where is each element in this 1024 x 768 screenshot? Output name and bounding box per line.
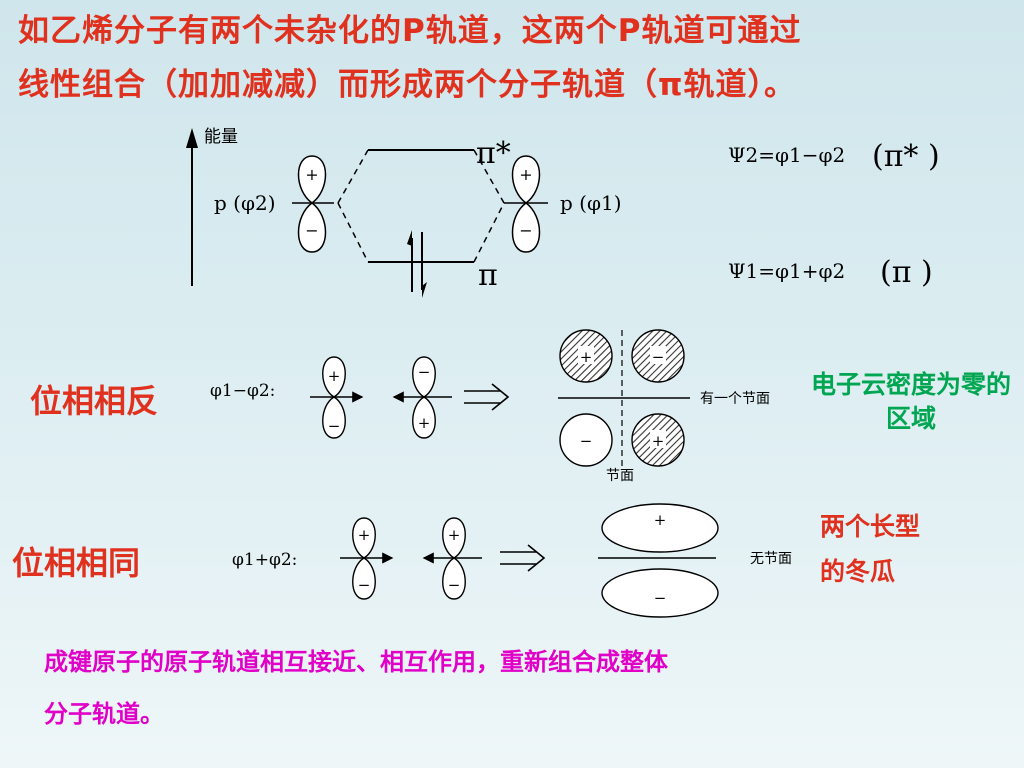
long-melon-note: 两个长型 的冬瓜: [820, 504, 920, 594]
zero-density-note: 电子云密度为零的区域: [810, 370, 1011, 433]
nodal-plane-caption: 节面: [606, 468, 634, 484]
same-phase-label: 位相相同: [12, 544, 141, 582]
antibonding-orbital-picture: + − − +: [558, 329, 690, 467]
p-orbital-plus-up: + −: [310, 356, 364, 439]
psi1-type: (π ): [880, 255, 933, 290]
pi-label: π: [478, 258, 498, 293]
plus-sign: +: [580, 348, 593, 366]
plus-sign: +: [654, 511, 667, 529]
electron-pair-arrows: [407, 230, 427, 298]
implies-arrow: [500, 544, 546, 572]
minus-sign: −: [448, 576, 461, 594]
correlation-lines: [337, 149, 505, 263]
same-phase-row: φ1+φ2: + − + − + − 无节面: [232, 503, 792, 618]
p-orbital-minus-up: − +: [392, 356, 452, 439]
plus-sign: +: [448, 526, 461, 544]
psi2-formula: Ψ2=φ1−φ2: [728, 143, 845, 167]
bonding-orbital-picture: + −: [598, 503, 719, 618]
plus-sign: +: [305, 165, 318, 184]
minus-sign: −: [519, 221, 532, 240]
energy-axis-label: 能量: [204, 127, 238, 147]
plus-sign: +: [652, 432, 665, 450]
energy-diagram: 能量 + − p (φ2) + − p (φ1): [186, 127, 940, 298]
minus-sign: −: [328, 417, 341, 435]
right-orbital-label: p (φ1): [560, 191, 622, 215]
footer-line-2: 分子轨道。: [44, 700, 164, 728]
p-orbital-plus-up: + −: [422, 517, 482, 600]
opposite-phase-label: 位相相反: [30, 382, 159, 420]
plus-sign: +: [519, 165, 532, 184]
psi2-type: (π* ): [872, 139, 940, 174]
minus-sign: −: [358, 576, 371, 594]
left-orbital-label: p (φ2): [214, 191, 276, 215]
right-p-orbital: + −: [504, 155, 548, 253]
opposite-phase-formula: φ1−φ2:: [210, 381, 275, 401]
p-orbital-plus-up: + −: [340, 517, 394, 600]
long-melon-note-line-2: 的冬瓜: [820, 557, 896, 586]
energy-axis-arrow: [186, 128, 198, 148]
minus-sign: −: [418, 363, 431, 381]
footer-line-1: 成键原子的原子轨道相互接近、相互作用，重新组合成整体: [44, 648, 668, 676]
plus-sign: +: [328, 367, 341, 385]
one-node-label: 有一个节面: [700, 391, 770, 407]
implies-arrow: [464, 383, 510, 411]
minus-sign: −: [305, 221, 318, 240]
plus-sign: +: [418, 414, 431, 432]
minus-sign: −: [580, 432, 593, 450]
footer-text: 成键原子的原子轨道相互接近、相互作用，重新组合成整体 分子轨道。: [44, 636, 668, 740]
minus-sign: −: [654, 589, 667, 607]
plus-sign: +: [358, 526, 371, 544]
same-phase-formula: φ1+φ2:: [232, 550, 297, 570]
minus-sign: −: [652, 348, 665, 366]
left-p-orbital: + −: [292, 155, 334, 253]
title-line-1: 如乙烯分子有两个未杂化的P轨道，这两个P轨道可通过: [18, 13, 802, 49]
no-node-label: 无节面: [750, 551, 792, 567]
pi-star-label: π*: [476, 136, 511, 171]
opposite-phase-row: φ1−φ2: + − − +: [210, 329, 770, 484]
long-melon-note-line-1: 两个长型: [820, 512, 921, 541]
slide-title: 如乙烯分子有两个未杂化的P轨道，这两个P轨道可通过 线性组合（加加减减）而形成两…: [18, 4, 1008, 112]
title-line-2: 线性组合（加加减减）而形成两个分子轨道（π轨道）。: [18, 67, 797, 103]
psi1-formula: Ψ1=φ1+φ2: [728, 259, 845, 283]
